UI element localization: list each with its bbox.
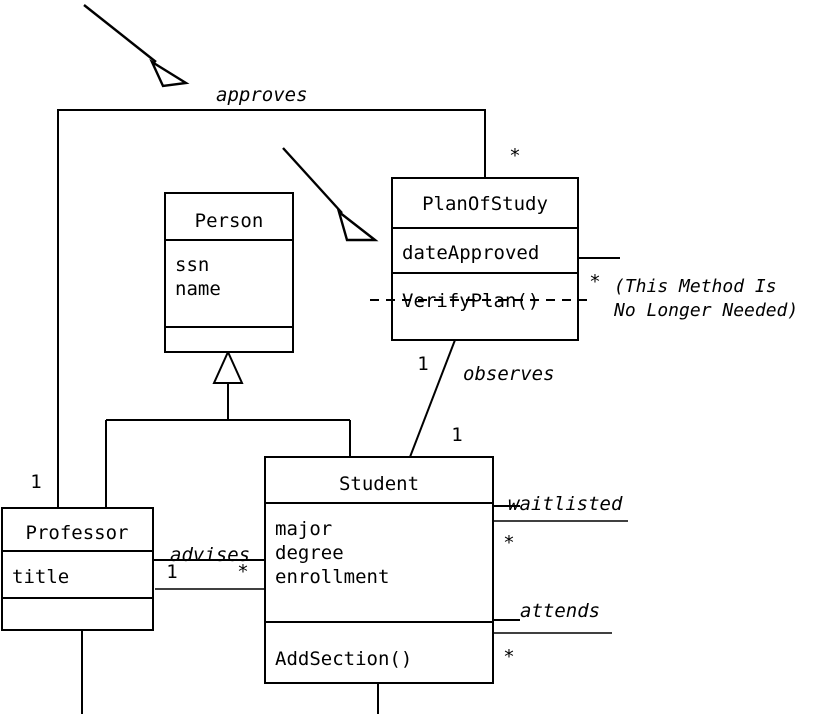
association-observes xyxy=(409,339,456,458)
class-box-professor[interactable]: Professor title xyxy=(1,507,154,631)
generalization-triangle-icon xyxy=(212,349,244,384)
professor-class-name: Professor xyxy=(26,522,129,544)
student-attribute-degree: degree xyxy=(275,542,344,564)
student-attribute-enrollment: enrollment xyxy=(275,566,389,588)
label-advises: advises xyxy=(170,544,250,566)
planofstudy-attribute-dateapproved: dateApproved xyxy=(402,242,539,264)
generalization-person xyxy=(105,349,351,508)
person-class-name: Person xyxy=(195,210,264,232)
label-waitlisted: waitlisted xyxy=(508,493,623,515)
plan-arrow-head-icon xyxy=(336,208,379,242)
approves-link-path xyxy=(57,109,486,508)
multiplicity-approves-source: 1 xyxy=(30,471,41,493)
class-box-planofstudy[interactable]: PlanOfStudy dateApproved VerifyPlan() xyxy=(391,177,579,341)
label-attends: attends xyxy=(520,600,600,622)
student-operation-addsection: AddSection() xyxy=(275,648,412,670)
person-box-outline xyxy=(164,192,294,353)
multiplicity-observes-target: 1 xyxy=(451,424,462,446)
annotation-note-line1: (This Method Is xyxy=(614,276,777,297)
plan-arrow-shaft xyxy=(282,147,343,214)
planofstudy-class-name: PlanOfStudy xyxy=(422,193,548,215)
person-attribute-name: name xyxy=(175,278,221,300)
person-attribute-ssn: ssn xyxy=(175,254,209,276)
annotation-method-note: (This Method Is No Longer Needed) xyxy=(613,276,798,321)
label-approves: approves xyxy=(216,84,308,106)
professor-box-outline xyxy=(1,507,154,631)
annotation-arrow-plan xyxy=(282,147,379,242)
multiplicity-advises-source: 1 xyxy=(166,561,177,583)
annotation-arrow-approves xyxy=(83,4,190,88)
observes-link-path xyxy=(409,339,456,458)
label-observes: observes xyxy=(463,363,555,385)
multiplicity-attends: * xyxy=(503,646,514,668)
annotation-note-line2: No Longer Needed) xyxy=(613,300,798,321)
multiplicity-observes-source: 1 xyxy=(417,353,428,375)
association-advises xyxy=(153,559,265,590)
multiplicity-approves-target: * xyxy=(509,145,520,167)
student-attribute-major: major xyxy=(275,518,332,540)
multiplicity-planofstudy-right: * xyxy=(589,271,600,293)
approves-arrow-shaft xyxy=(83,4,157,63)
professor-attribute-title: title xyxy=(12,566,69,588)
class-box-student[interactable]: Student major degree enrollment AddSecti… xyxy=(264,456,494,684)
student-class-name: Student xyxy=(339,473,419,495)
association-approves xyxy=(57,109,486,508)
planofstudy-box-outline xyxy=(391,177,579,341)
class-box-person[interactable]: Person ssn name xyxy=(164,192,294,353)
multiplicity-advises-target: * xyxy=(237,561,248,583)
multiplicity-waitlisted: * xyxy=(503,532,514,554)
approves-arrow-head-icon xyxy=(149,58,190,88)
student-box-outline xyxy=(264,456,494,684)
